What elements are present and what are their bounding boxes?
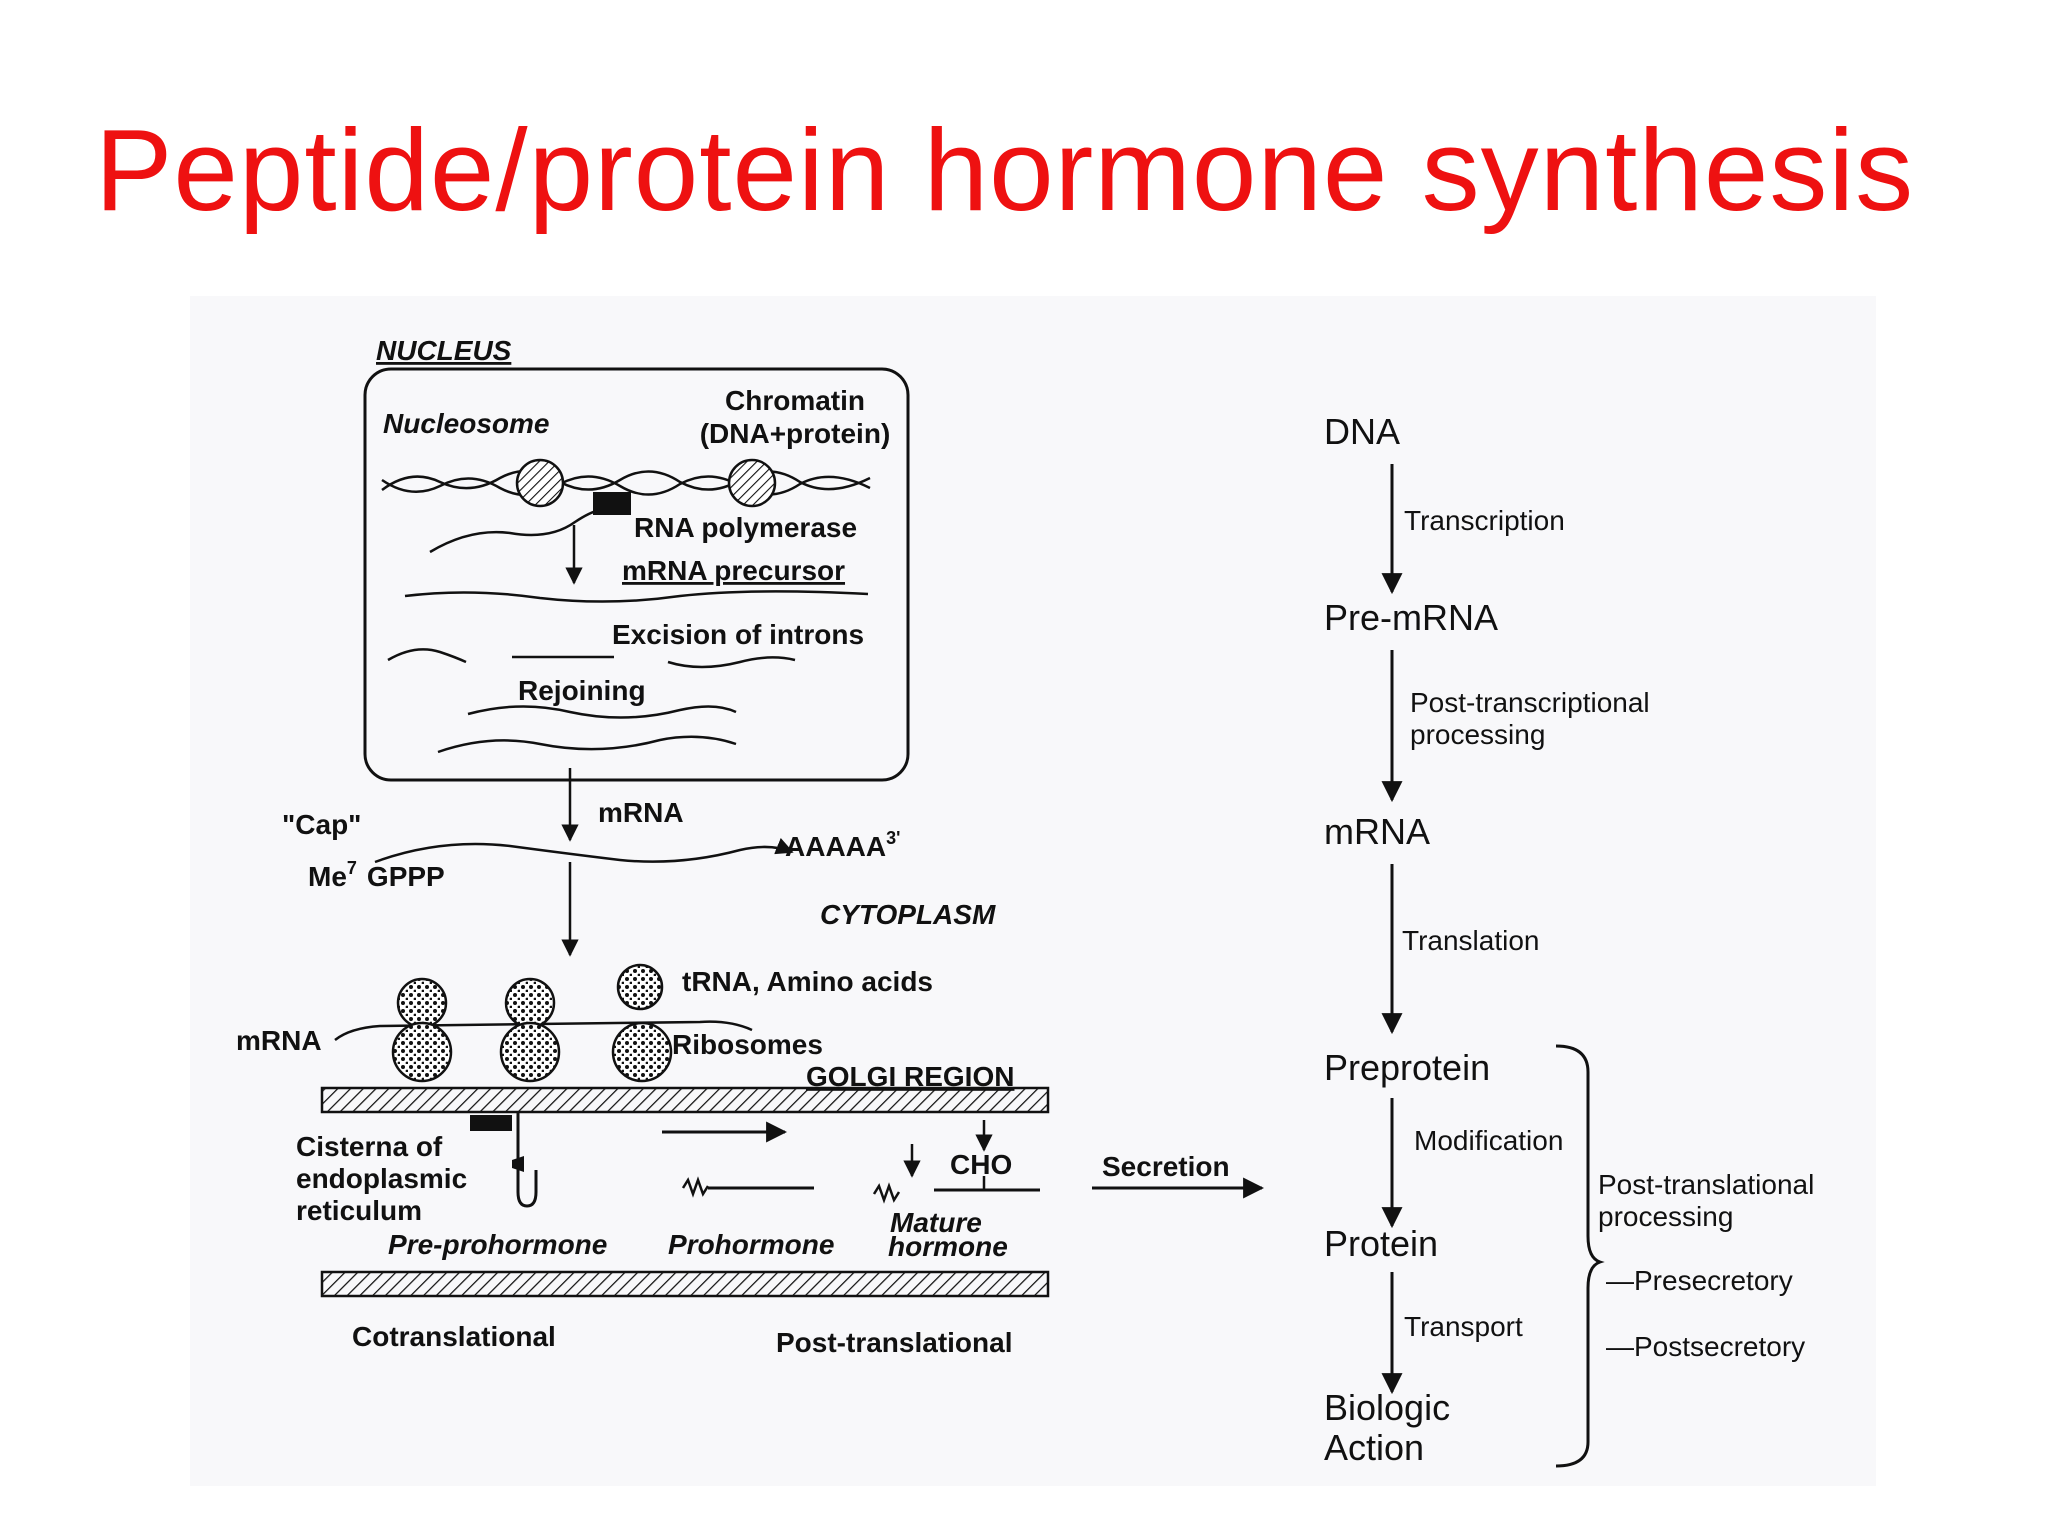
bracket-label-2: processing: [1598, 1201, 1733, 1232]
flow-node-action: Action: [1324, 1427, 1424, 1468]
chromatin-bead: [727, 458, 777, 508]
ribosome-large-1: [391, 1021, 453, 1083]
polya-label: AAAAA3': [785, 828, 900, 862]
slide-title: Peptide/protein hormone synthesis: [95, 105, 1915, 235]
flow-node-pre-mrna: Pre-mRNA: [1324, 597, 1498, 638]
nucleus-label: NUCLEUS: [376, 335, 512, 366]
dna-strand-a: [381, 469, 871, 491]
mrna-left-label: mRNA: [236, 1025, 322, 1056]
rna-polymerase-block: [593, 492, 631, 515]
post-translational-bracket: [1555, 1044, 1605, 1468]
ribosome-small-2: [504, 977, 556, 1029]
bracket-label-1: Post-translational: [1598, 1169, 1814, 1200]
chromatin-label: Chromatin: [725, 385, 865, 416]
exon-fragment-1: [387, 648, 467, 664]
flow-edge-post-transcriptional: Post-transcriptional: [1410, 687, 1650, 718]
flow-node-dna: DNA: [1324, 411, 1400, 452]
chromatin-sub-label: (DNA+protein): [700, 418, 891, 449]
excision-label: Excision of introns: [612, 619, 864, 650]
flow-node-protein: Protein: [1324, 1223, 1438, 1264]
ribosomes-label: Ribosomes: [672, 1029, 823, 1060]
transcript-strand: [429, 508, 601, 554]
flow-node-mrna: mRNA: [1324, 811, 1430, 852]
mature-squiggle: [872, 1182, 901, 1204]
secretion-label: Secretion: [1102, 1151, 1230, 1182]
ribosome-large-2: [499, 1021, 561, 1083]
post-translational-label: Post-translational: [776, 1327, 1012, 1358]
mature-label-2: hormone: [888, 1231, 1008, 1262]
flow-edge-transport: Transport: [1404, 1311, 1523, 1342]
cisterna-label-2: endoplasmic: [296, 1163, 467, 1194]
presecretory-label: —Presecretory: [1606, 1265, 1793, 1296]
flow-edge-translation: Translation: [1402, 925, 1539, 956]
mrna-top-label: mRNA: [598, 797, 684, 828]
rejoining-label: Rejoining: [518, 675, 646, 706]
mature-label-1: Mature: [890, 1207, 982, 1238]
mature-mrna-strand: [374, 837, 794, 864]
exon-fragment-2: [667, 656, 796, 669]
rejoined-strand-1: [467, 705, 737, 719]
nascent-chain-loop: [516, 1112, 538, 1208]
prohormone-squiggle: [681, 1176, 710, 1198]
ribosome-small-1: [396, 977, 448, 1029]
dna-strand-b: [381, 475, 871, 497]
ribosome-free: [611, 1021, 673, 1083]
rna-polymerase-label: RNA polymerase: [634, 512, 857, 543]
nucleus-box: [363, 367, 910, 782]
signal-block: [470, 1115, 512, 1131]
cytoplasm-label: CYTOPLASM: [820, 899, 996, 930]
rejoined-strand-2: [437, 735, 737, 754]
trna-free-particle: [616, 963, 664, 1011]
cotranslational-label: Cotranslational: [352, 1321, 556, 1352]
flow-node-preprotein: Preprotein: [1324, 1047, 1490, 1088]
flow-edge-modification: Modification: [1414, 1125, 1563, 1156]
trna-label: tRNA, Amino acids: [682, 966, 933, 997]
pre-prohormone-label: Pre-prohormone: [388, 1229, 607, 1260]
mrna-precursor-label: mRNA precursor: [622, 555, 845, 586]
postsecretory-label: —Postsecretory: [1606, 1331, 1805, 1362]
cisterna-label-3: reticulum: [296, 1195, 422, 1226]
flow-edge-transcription: Transcription: [1404, 505, 1565, 536]
cisterna-label-1: Cisterna of: [296, 1131, 443, 1162]
flow-node-biologic: Biologic: [1324, 1387, 1450, 1428]
flow-edge-processing: processing: [1410, 719, 1545, 750]
nucleosome-label: Nucleosome: [383, 408, 550, 439]
prohormone-label: Prohormone: [668, 1229, 834, 1260]
er-membrane-bottom: [320, 1270, 1050, 1298]
nucleosome-bead: [515, 458, 565, 508]
er-membrane-top: [320, 1086, 1050, 1114]
cap-label: "Cap": [282, 809, 361, 840]
signal-peptide-tip: [512, 1156, 524, 1172]
mrna-precursor-strand: [404, 590, 869, 603]
cho-label: CHO: [950, 1149, 1012, 1180]
